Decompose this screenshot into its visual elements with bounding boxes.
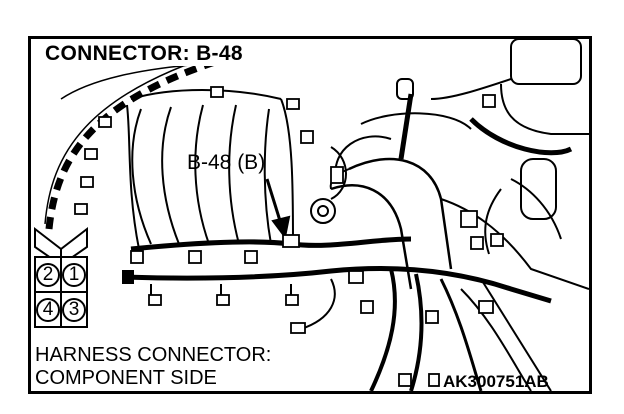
intake-pipe <box>348 157 453 270</box>
pin-4-label: 4 <box>42 299 54 320</box>
small-connectors <box>74 86 504 387</box>
air-cleaner <box>510 39 582 85</box>
b48-connector <box>282 234 300 248</box>
engine-bay-illustration <box>34 39 589 391</box>
pin-2-label: 2 <box>42 264 54 285</box>
callout-arrow <box>265 178 283 225</box>
diagram-frame: CONNECTOR: B-48 B-48 (B) 2 1 4 3 HARNESS… <box>28 36 592 394</box>
caption-line-2: COMPONENT SIDE <box>35 367 217 389</box>
pin-1-label: 1 <box>68 264 80 285</box>
intake-runner <box>131 108 152 245</box>
pin-face <box>34 256 88 328</box>
connector-callout: B-48 (B) <box>187 151 266 174</box>
caption-line-1: HARNESS CONNECTOR: <box>35 344 272 366</box>
figure-code: AK300751AB <box>443 372 549 391</box>
pin-3-label: 3 <box>68 299 80 320</box>
diagram-title: CONNECTOR: B-48 <box>41 42 247 66</box>
left-harness <box>45 53 233 230</box>
main-harness <box>130 236 412 252</box>
